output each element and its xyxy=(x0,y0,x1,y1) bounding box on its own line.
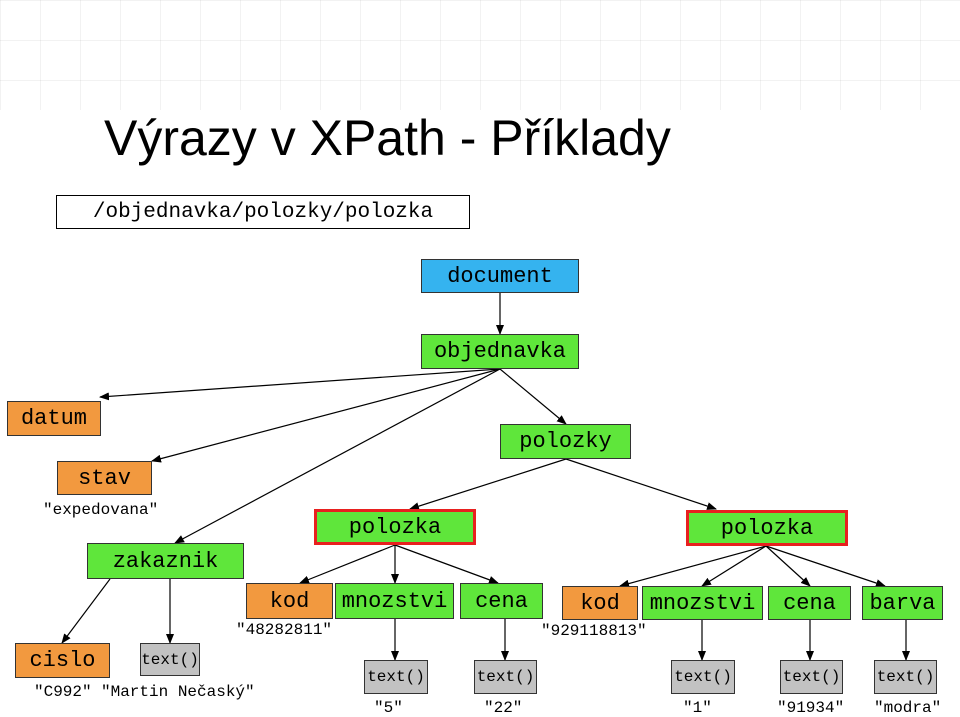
node-polozka-1-selected: polozka xyxy=(314,509,476,545)
edge-polozka2-mnozstvi xyxy=(701,545,767,587)
edge-zakaznik-cislo xyxy=(61,578,111,644)
node-polozka2-barva-text: text() xyxy=(874,660,937,694)
xpath-expression-box: /objednavka/polozky/polozka xyxy=(56,195,470,229)
node-polozka1-cena-text: text() xyxy=(474,660,537,694)
node-polozka2-cena-text: text() xyxy=(780,660,843,694)
edge-polozky-polozka1 xyxy=(409,458,567,511)
node-polozka2-mnozstvi-text: text() xyxy=(671,660,735,694)
polozka1-mnozstvi-value: "5" xyxy=(374,699,403,717)
node-polozka2-mnozstvi: mnozstvi xyxy=(642,586,763,620)
polozka2-cena-value: "91934" xyxy=(777,699,845,717)
edge-polozky-polozka2 xyxy=(565,458,717,510)
node-polozka2-cena: cena xyxy=(768,586,851,620)
edge-objednavka-zakaznik xyxy=(174,368,501,544)
node-document: document xyxy=(421,259,579,293)
node-polozka1-mnozstvi: mnozstvi xyxy=(335,583,454,619)
node-polozka1-mnozstvi-text: text() xyxy=(364,660,428,694)
edge-objednavka-stav xyxy=(151,368,501,463)
slide-title: Výrazy v XPath - Příklady xyxy=(104,110,671,166)
edge-objednavka-polozky xyxy=(499,368,567,425)
polozka2-mnozstvi-value: "1" xyxy=(683,699,712,717)
cislo-value: "C992" xyxy=(34,683,92,701)
node-datum-attribute: datum xyxy=(7,401,101,436)
slide-background-grid xyxy=(0,0,960,110)
node-polozky: polozky xyxy=(500,424,631,459)
edge-polozka2-cena xyxy=(765,545,811,587)
zakaznik-text-value: "Martin Nečaský" xyxy=(101,683,255,701)
node-polozka1-cena: cena xyxy=(460,583,543,619)
node-stav-attribute: stav xyxy=(57,461,152,495)
edge-polozka1-kod xyxy=(299,544,396,584)
polozka2-kod-value: "929118813" xyxy=(541,622,647,640)
node-zakaznik: zakaznik xyxy=(87,543,244,579)
edge-polozka2-kod xyxy=(619,545,767,588)
edge-polozka1-cena xyxy=(394,544,499,584)
node-zakaznik-text: text() xyxy=(140,643,200,676)
polozka2-barva-value: "modra" xyxy=(874,699,942,717)
node-polozka1-kod-attribute: kod xyxy=(246,583,333,619)
polozka1-kod-value: "48282811" xyxy=(236,621,333,639)
stav-value: "expedovana" xyxy=(43,501,159,519)
node-objednavka: objednavka xyxy=(421,334,579,369)
polozka1-cena-value: "22" xyxy=(484,699,523,717)
node-polozka2-kod-attribute: kod xyxy=(562,586,638,620)
node-polozka2-barva: barva xyxy=(862,586,943,620)
node-cislo-attribute: cislo xyxy=(15,643,110,678)
node-polozka-2-selected: polozka xyxy=(686,510,848,546)
edge-objednavka-datum xyxy=(99,368,501,401)
edge-polozka2-barva xyxy=(765,545,886,587)
